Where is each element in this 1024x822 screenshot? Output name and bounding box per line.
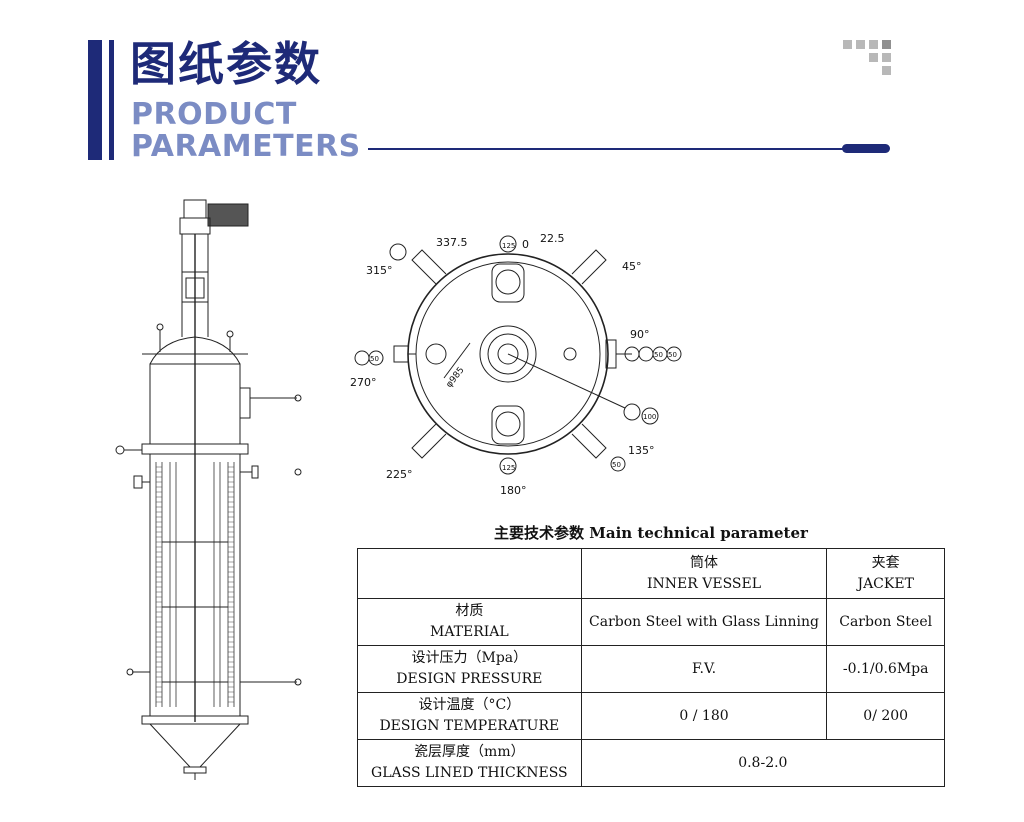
row-label-en: MATERIAL xyxy=(429,624,509,640)
table-header-row: 筒体 INNER VESSEL 夹套 JACKET xyxy=(357,548,945,599)
page-title: 图纸参数 xyxy=(130,37,322,91)
drive-gearbox xyxy=(183,199,207,219)
row-label: 设计压力（Mpa） DESIGN PRESSURE xyxy=(357,645,582,693)
table-header-inner-vessel: 筒体 INNER VESSEL xyxy=(580,548,828,599)
nozzle-270 xyxy=(393,345,409,363)
table-header-jacket: 夹套 JACKET xyxy=(826,548,945,599)
nozzle-label: 50 xyxy=(654,351,663,359)
dot xyxy=(843,40,852,49)
angle-label-0: 0 xyxy=(522,238,529,251)
row-label: 瓷层厚度（mm） GLASS LINED THICKNESS xyxy=(357,739,582,787)
row-label-cn: 设计温度（°C） xyxy=(418,697,521,713)
angle-label-45: 45° xyxy=(622,260,642,273)
inner-vessel-value: Carbon Steel with Glass Linning xyxy=(580,598,828,646)
nozzle-0 xyxy=(491,263,525,303)
table-row: 材质 MATERIAL Carbon Steel with Glass Linn… xyxy=(357,598,945,646)
drive-motor xyxy=(207,203,249,227)
dot xyxy=(869,53,878,62)
angle-label-270: 270° xyxy=(350,376,377,389)
table-row: 瓷层厚度（mm） GLASS LINED THICKNESS 0.8-2.0 xyxy=(357,739,946,787)
page-subtitle: PRODUCT PARAMETERS xyxy=(131,99,361,163)
dot xyxy=(869,40,878,49)
table-title: 主要技术参数 Main technical parameter xyxy=(494,524,808,542)
row-label-cn: 材质 xyxy=(455,603,484,619)
dot xyxy=(882,40,891,49)
table-header-empty xyxy=(357,548,582,599)
vessel-plan-view-drawing: 337.5 0 22.5 315° 45° 90° 270° 225° 135°… xyxy=(350,232,682,497)
header-jacket-en: JACKET xyxy=(857,575,914,592)
technical-parameter-table: 筒体 INNER VESSEL 夹套 JACKET 材质 MATERIAL Ca… xyxy=(357,548,946,787)
angle-label-135: 135° xyxy=(628,444,655,457)
nozzle-180 xyxy=(491,405,525,445)
inner-vessel-value: F.V. xyxy=(580,645,828,693)
nozzle-label: 50 xyxy=(370,355,379,363)
subtitle-line-2: PARAMETERS xyxy=(131,129,361,164)
inner-vessel-value: 0 / 180 xyxy=(580,692,828,740)
header-jacket-cn: 夹套 xyxy=(871,554,900,571)
angle-label-315: 315° xyxy=(366,264,393,277)
table-row: 设计压力（Mpa） DESIGN PRESSURE F.V. -0.1/0.6M… xyxy=(357,645,945,693)
angle-label-90: 90° xyxy=(630,328,650,341)
table-row: 设计温度（°C） DESIGN TEMPERATURE 0 / 180 0/ 2… xyxy=(357,692,945,740)
drive-coupling xyxy=(179,217,211,235)
dot xyxy=(882,66,891,75)
angle-label-180: 180° xyxy=(500,484,527,497)
header-inner-cn: 筒体 xyxy=(690,554,719,571)
header-divider-cap xyxy=(842,144,890,153)
jacket-value: -0.1/0.6Mpa xyxy=(826,645,945,693)
nozzle-label: 100 xyxy=(643,413,656,421)
center-manway xyxy=(479,325,537,383)
merged-value: 0.8-2.0 xyxy=(580,739,946,787)
nozzle-label: 125 xyxy=(502,464,515,472)
row-label-en: DESIGN TEMPERATURE xyxy=(379,718,560,734)
diameter-label: φ985 xyxy=(444,365,466,389)
jacket-value: Carbon Steel xyxy=(826,598,945,646)
header-inner-en: INNER VESSEL xyxy=(647,575,762,592)
decorative-dot-grid xyxy=(843,40,893,86)
angle-label-225: 225° xyxy=(386,468,413,481)
vessel-elevation-drawing xyxy=(115,199,302,780)
header-accent-bar-thin xyxy=(109,40,114,160)
angle-label-337-5: 337.5 xyxy=(436,236,468,249)
row-label-cn: 瓷层厚度（mm） xyxy=(414,744,525,760)
dot xyxy=(856,40,865,49)
angle-label-22-5: 22.5 xyxy=(540,232,565,245)
row-label: 设计温度（°C） DESIGN TEMPERATURE xyxy=(357,692,582,740)
subtitle-line-1: PRODUCT xyxy=(131,97,297,132)
nozzle-label: 125 xyxy=(502,242,515,250)
header-accent-bar xyxy=(88,40,102,160)
row-label-en: DESIGN PRESSURE xyxy=(396,671,543,687)
nozzle-label: 50 xyxy=(668,351,677,359)
nozzle-label: 50 xyxy=(612,461,621,469)
row-label-cn: 设计压力（Mpa） xyxy=(411,650,528,666)
header-divider xyxy=(368,148,848,150)
bottom-cone xyxy=(149,723,241,768)
dot xyxy=(882,53,891,62)
row-label-en: GLASS LINED THICKNESS xyxy=(371,765,568,781)
jacket-value: 0/ 200 xyxy=(826,692,945,740)
row-label: 材质 MATERIAL xyxy=(357,598,582,646)
